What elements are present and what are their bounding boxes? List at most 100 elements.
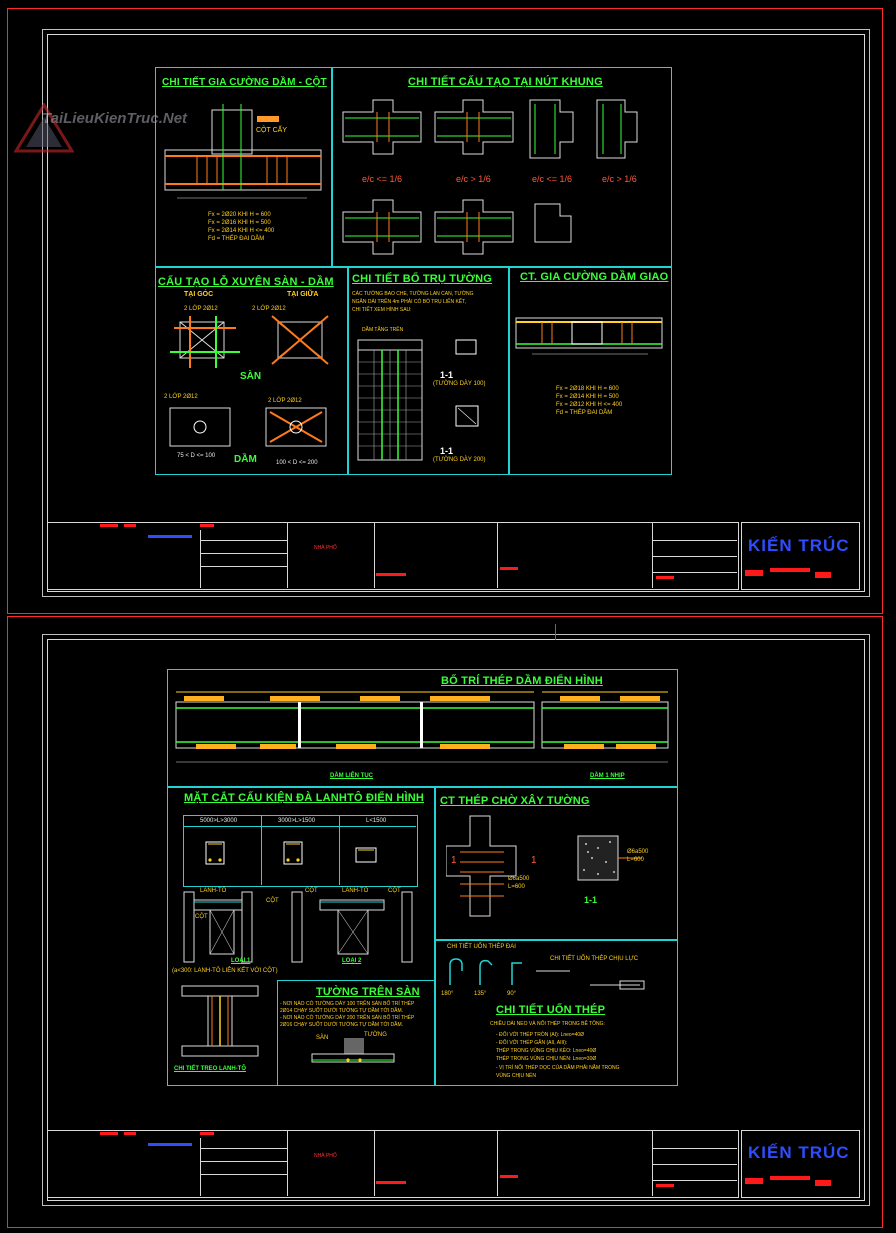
- lop-label: 2 LỚP 2Ø12: [184, 306, 218, 312]
- tb-mark: [815, 572, 831, 578]
- col-label: CỘT: [388, 888, 401, 894]
- titleblock-1: [47, 522, 739, 590]
- divider: [287, 522, 288, 588]
- angle-label: 90°: [507, 991, 517, 997]
- panel-title: CT THÉP CHỜ XÂY TƯỜNG: [440, 795, 590, 807]
- tb-mark: [745, 1178, 763, 1184]
- frame-node-drawings: [335, 92, 667, 264]
- note-line: CHI TIẾT XEM HÌNH SAU:: [352, 307, 412, 313]
- divider: [200, 553, 287, 554]
- lintel-note: (a<300: LANH-TÔ LIÊN KẾT VỚI CỘT): [172, 968, 278, 974]
- ratio-label: e/c > 1/6: [456, 174, 491, 184]
- section-mark: 1: [451, 855, 457, 866]
- col-label: CỘT: [195, 914, 208, 920]
- divider: [374, 522, 375, 588]
- divider: [652, 540, 737, 541]
- tb-blue-mark: [148, 535, 192, 538]
- note-line: 2Ø16 CHẠY SUỐT DƯỚI TƯỜNG TỰ DẦM TỚI DẦM…: [280, 1022, 404, 1028]
- note-line: Fd = THÉP ĐAI DẦM: [208, 236, 265, 242]
- anchor-spec: Ø6a500: [627, 849, 649, 855]
- brand-label: KIẾN TRÚC: [748, 536, 850, 555]
- beam-column-drawing: [157, 100, 329, 210]
- section-note: (TƯỜNG DÀY 200): [433, 457, 486, 463]
- tb-mark: [500, 1175, 518, 1178]
- panel-wall-anchor: [434, 786, 678, 941]
- divider: [652, 1130, 653, 1196]
- lintel-header: L<1500: [366, 818, 387, 824]
- hanging-caption: CHI TIẾT TREO LANH-TÔ: [174, 1066, 246, 1072]
- divider: [200, 1161, 287, 1162]
- lintel-table: [183, 815, 418, 887]
- panel-title: CẤU TẠO LỖ XUYÊN SÀN - DẦM: [158, 276, 334, 288]
- slab-hole-drawings: [160, 312, 344, 452]
- divider: [652, 522, 653, 588]
- bending-drawings: [440, 955, 672, 995]
- panel-title: CHI TIẾT BỔ TRỤ TƯỜNG: [352, 273, 493, 285]
- panel-frame-node: [331, 67, 672, 268]
- sub-title: CHI TIẾT UỐN THÉP CHỊU LỰC: [550, 956, 639, 962]
- lintel-header: 3000>L>1500: [278, 818, 316, 824]
- note-line: Fx = 2Ø14 KHI H = 500: [556, 394, 619, 400]
- cross-beam-drawing: [512, 300, 668, 360]
- tb-mark: [200, 1132, 214, 1135]
- panel-wall-pier: [347, 266, 510, 475]
- tb-mark: [656, 1184, 674, 1187]
- panel-title: BỐ TRÍ THÉP DẦM ĐIỂN HÌNH: [441, 675, 603, 687]
- divider: [200, 1138, 201, 1196]
- panel-title: MẶT CẮT CẤU KIỆN ĐÀ LANHTÔ ĐIỂN HÌNH: [184, 792, 425, 804]
- tb-mark: [656, 576, 674, 579]
- divider: [652, 556, 737, 557]
- note-line: THÉP TRONG VÙNG CHỊU KÉO: Lneo=40Ø: [496, 1048, 597, 1054]
- tb-mark: [100, 524, 118, 527]
- divider: [261, 815, 262, 885]
- sub-title: TẠI GIỮA: [287, 291, 319, 298]
- panel-title: TƯỜNG TRÊN SÀN: [316, 986, 420, 998]
- sheet-2-red-marker: [555, 624, 556, 640]
- tb-blue-mark: [148, 1143, 192, 1146]
- lop-label: 2 LỚP 2Ø12: [252, 306, 286, 312]
- tb-mark: [770, 568, 810, 572]
- wall-on-slab-drawing: [308, 1036, 398, 1080]
- tb-mark: [376, 1181, 406, 1184]
- divider: [200, 540, 287, 541]
- tb-mark: [200, 524, 214, 527]
- divider: [200, 1148, 287, 1149]
- watermark-text: TaiLieuKienTruc.Net: [42, 110, 188, 127]
- note-line: CHIỀU DÀI NEO VÀ NỐI THÉP TRONG BÊ TÔNG:: [490, 1021, 605, 1027]
- lintel-header: 5000>L>3000: [200, 818, 238, 824]
- tb-mark: [124, 1132, 136, 1135]
- san-label: SÀN: [240, 371, 262, 382]
- range-label: 100 < D <= 200: [276, 460, 318, 466]
- label-cot-cay: CỘT CẤY: [256, 127, 287, 134]
- note-line: Fd = THÉP ĐAI DẦM: [556, 410, 613, 416]
- project-name: NHÀ PHỐ: [314, 545, 337, 551]
- panel-bending: [434, 939, 678, 1086]
- lop-label: 2 LỚP 2Ø12: [164, 394, 198, 400]
- section-label: 1-1: [584, 895, 598, 905]
- panel-title: CT. GIA CƯỜNG DẦM GIAO: [520, 271, 669, 283]
- sub-title: TẠI GÓC: [184, 291, 214, 298]
- anchor-spec: Ø6a500: [508, 876, 530, 882]
- note-line: - NƠI NÀO CÓ TƯỜNG DÀY 200 TRÊN SÀN BỐ T…: [280, 1015, 415, 1021]
- divider: [200, 530, 201, 588]
- sub-title: CHI TIẾT UỐN THÉP ĐAI: [447, 944, 516, 950]
- divider: [183, 826, 416, 827]
- note-line: Fx = 2Ø18 KHI H = 600: [556, 386, 619, 392]
- panel-slab-hole: [155, 266, 349, 475]
- angle-label: 180°: [441, 991, 454, 997]
- note-line: - ĐỐI VỚI THÉP GÂN (AII, AIII):: [496, 1040, 568, 1046]
- brand-label: KIẾN TRÚC: [748, 1143, 850, 1162]
- divider: [287, 1130, 288, 1196]
- wall-anchor-drawing: [445, 812, 666, 922]
- note-line: THÉP TRONG VÙNG CHỊU NÉN: Lneo=30Ø: [496, 1056, 597, 1062]
- tb-mark: [815, 1180, 831, 1186]
- sheet-1-inner-border: [47, 34, 865, 592]
- col-label: CỘT: [305, 888, 318, 894]
- section-mark: 1: [531, 855, 537, 866]
- tb-mark: [770, 1176, 810, 1180]
- note-line: Fx = 2Ø20 KHI H = 600: [208, 212, 271, 218]
- panel-title: CHI TIẾT UỐN THÉP: [496, 1004, 606, 1016]
- note-line: Fx = 2Ø14 KHI H <= 400: [208, 228, 275, 234]
- col-label: CỘT: [266, 898, 279, 904]
- sheet-2-frame: [7, 616, 883, 1228]
